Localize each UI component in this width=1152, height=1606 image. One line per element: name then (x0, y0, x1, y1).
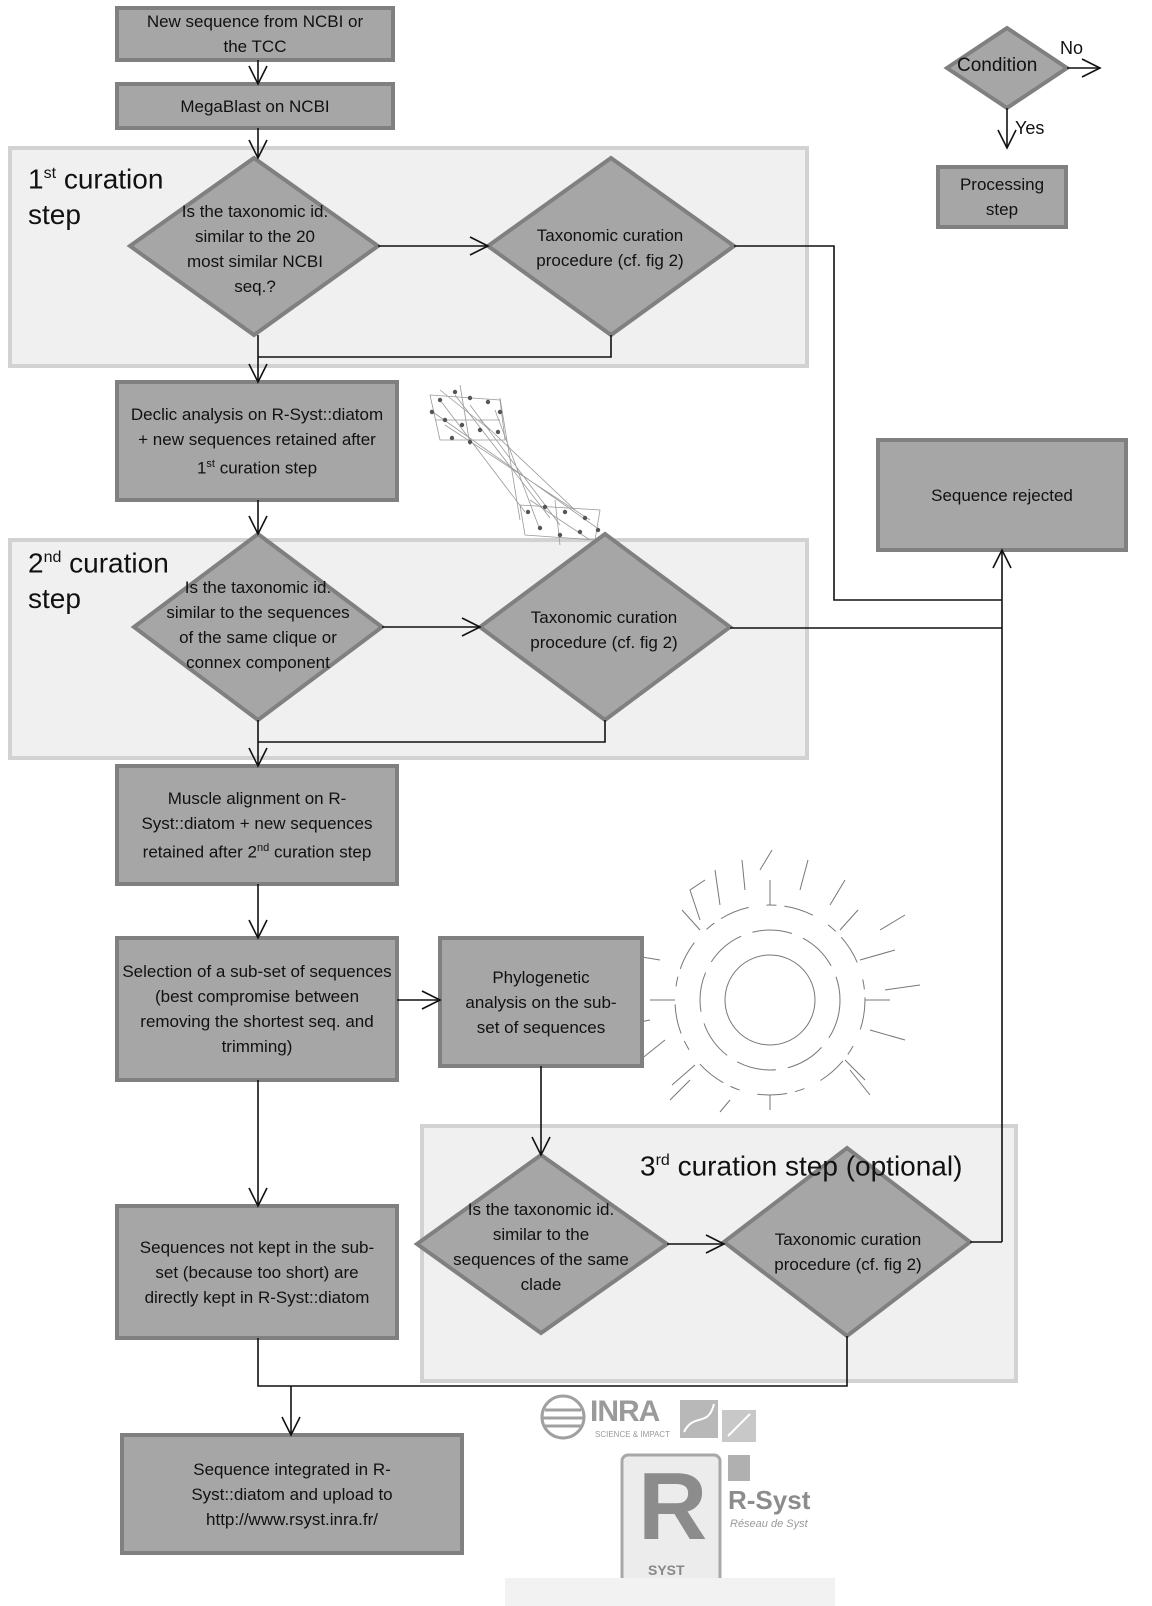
procedure3-text: Taxonomic curation procedure (cf. fig 2) (774, 1230, 922, 1274)
new-sequence-box (115, 6, 395, 62)
procedure1-text: Taxonomic curation procedure (cf. fig 2) (536, 226, 684, 270)
network-graph-nodes (429, 389, 601, 538)
declic-box (115, 380, 399, 502)
step3-superscript: rd (655, 1152, 670, 1169)
step2-title-text: curation step (28, 547, 169, 615)
question3-text: Is the taxonomic id. similar to the sequ… (453, 1200, 629, 1294)
inra-logo-subtext: SCIENCE & IMPACT (595, 1430, 670, 1439)
step2-title: 2nd curation step (28, 540, 198, 617)
integrated-text: Sequence integrated in R-Syst::diatom an… (191, 1459, 393, 1529)
question3-diamond (413, 1152, 671, 1336)
step3-title-text: curation step (optional) (677, 1150, 963, 1182)
question1-diamond (126, 155, 382, 338)
muscle-superscript: nd (257, 841, 270, 854)
step2-number: 2 (28, 547, 44, 579)
integrated-box (120, 1433, 464, 1555)
legend-yes-label: Yes (1015, 118, 1045, 138)
rsyst-logo-letter: R (638, 1453, 708, 1560)
muscle-alignment-box (115, 764, 399, 886)
phylogenetic-tree-illustration (624, 849, 921, 1113)
sequence-rejected-box (876, 438, 1128, 552)
rsyst-logo-syst: SYST (648, 1562, 685, 1578)
muscle-text-end: curation step (269, 842, 372, 862)
rsyst-logo-text: R-Syst (728, 1485, 811, 1515)
legend-no-label: No (1060, 38, 1084, 58)
network-graph-illustration (429, 384, 601, 546)
question1-text: Is the taxonomic id. similar to the 20 m… (181, 202, 329, 296)
sequence-rejected-text: Sequence rejected (931, 485, 1073, 505)
new-sequence-text: New sequence from NCBI or the TCC (146, 12, 364, 56)
step2-superscript: nd (43, 549, 62, 566)
inra-logo-text: INRA (590, 1395, 660, 1428)
step1-title: 1st curation step (28, 156, 198, 233)
declic-superscript: st (206, 457, 215, 470)
legend-condition-label: Condition (957, 55, 1038, 76)
selection-box (115, 936, 399, 1082)
declic-text-main: Declic analysis on R-Syst::diatom + new … (130, 404, 384, 478)
step1-title-text: curation step (28, 163, 164, 231)
megablast-text: MegaBlast on NCBI (180, 96, 330, 116)
step1-number: 1 (28, 163, 44, 195)
declic-text: Declic analysis on R-Syst::diatom + new … (127, 382, 387, 500)
selection-text: Selection of a sub-set of sequences (bes… (122, 962, 392, 1056)
step3-number: 3 (640, 1150, 656, 1182)
step3-title: 3rd curation step (optional) (640, 1143, 1020, 1184)
question2-text: Is the taxonomic id. similar to the sequ… (166, 578, 350, 672)
step1-superscript: st (43, 165, 57, 182)
rsyst-logo-subtext: Réseau de Syst (730, 1518, 808, 1530)
not-kept-box (115, 1204, 399, 1340)
not-kept-text: Sequences not kept in the sub-set (becau… (139, 1237, 375, 1307)
legend-processing-box (936, 165, 1068, 229)
inra-logo (540, 1394, 756, 1442)
phylogenetic-analysis-text: Phylogenetic analysis on the sub-set of … (465, 967, 617, 1037)
legend-processing-label: Processing step (959, 175, 1045, 219)
muscle-alignment-text: Muscle alignment on R-Syst::diatom + new… (127, 766, 387, 884)
rsyst-logo (505, 1453, 835, 1606)
procedure2-text: Taxonomic curation procedure (cf. fig 2) (530, 608, 678, 652)
muscle-text-main: Muscle alignment on R-Syst::diatom + new… (141, 788, 373, 862)
declic-text-end: curation step (214, 458, 318, 478)
connectors (248, 60, 1012, 1437)
